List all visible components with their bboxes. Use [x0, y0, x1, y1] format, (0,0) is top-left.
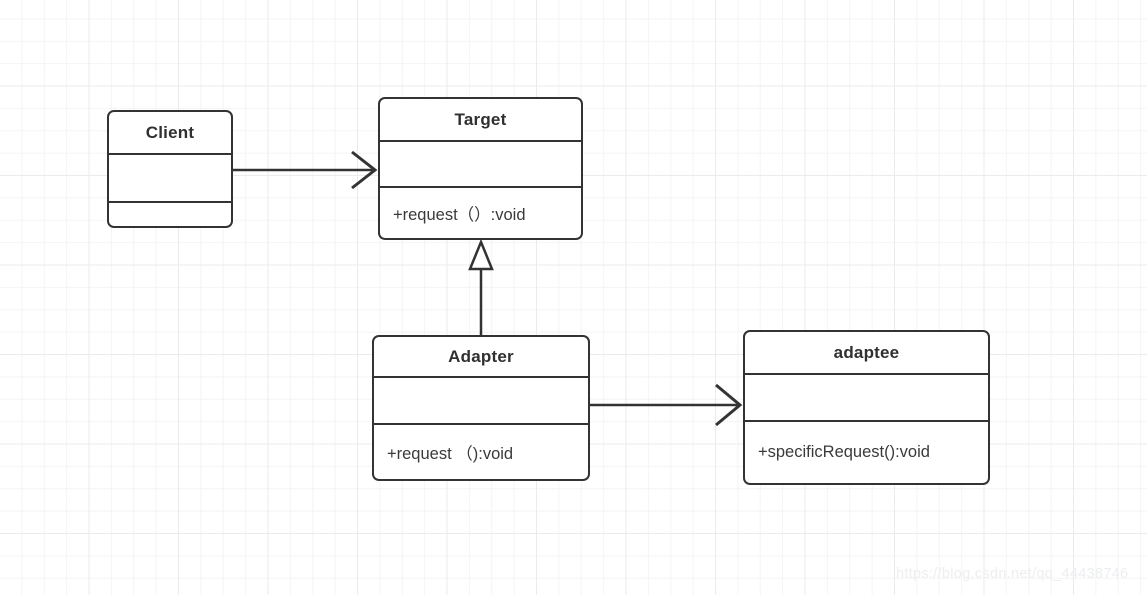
- connector-adapter-to-adaptee: [590, 383, 743, 427]
- uml-class-adapter[interactable]: Adapter +request （):void: [372, 335, 590, 481]
- uml-attributes-adaptee: [745, 375, 988, 422]
- hollow-triangle-icon: [468, 238, 494, 271]
- uml-attributes-adapter: [374, 378, 588, 425]
- uml-class-name-client: Client: [109, 112, 231, 155]
- uml-methods-adaptee: +specificRequest():void: [758, 443, 930, 461]
- uml-attributes-target: [380, 142, 581, 188]
- uml-methods-adapter: +request （):void: [387, 445, 514, 463]
- connector-client-to-target: [233, 150, 378, 190]
- uml-class-adaptee[interactable]: adaptee +specificRequest():void: [743, 330, 990, 485]
- uml-class-name-target: Target: [380, 99, 581, 142]
- uml-attributes-client: [109, 155, 231, 203]
- open-arrow-icon: [351, 150, 378, 190]
- uml-class-name-adapter: Adapter: [374, 337, 588, 378]
- open-arrow-icon: [715, 383, 743, 427]
- uml-class-client[interactable]: Client: [107, 110, 233, 228]
- watermark-text: https://blog.csdn.net/qq_44438746: [896, 566, 1129, 582]
- connector-adapter-to-target: [468, 238, 494, 335]
- uml-methods-client: [109, 203, 231, 226]
- uml-class-target[interactable]: Target +request（）:void: [378, 97, 583, 240]
- uml-class-name-adaptee: adaptee: [745, 332, 988, 375]
- uml-methods-target: +request（）:void: [393, 206, 526, 224]
